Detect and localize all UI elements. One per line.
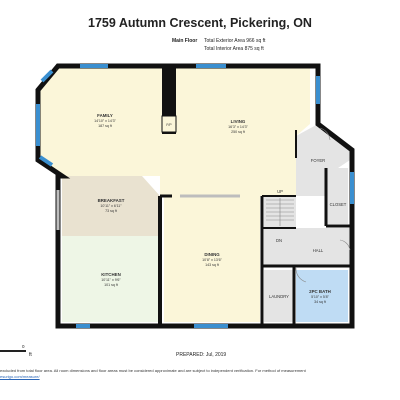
family-room-area: 187 sq ft bbox=[98, 124, 112, 128]
family-room-name: FAMILY bbox=[97, 113, 113, 118]
living-room-name: LIVING bbox=[231, 119, 246, 124]
measurement-link[interactable]: esurigo.com/measure/ bbox=[0, 374, 40, 379]
bath-fill bbox=[296, 270, 348, 322]
breakfast-room-fill bbox=[62, 176, 160, 236]
door-swing bbox=[319, 127, 331, 141]
exterior-wall bbox=[35, 63, 355, 329]
dining-room-dims: 10'8" x 13'6" bbox=[202, 258, 222, 262]
fireplace-box bbox=[161, 115, 177, 133]
breakfast-room-area: 73 sq ft bbox=[105, 209, 117, 213]
kitchen-room-dims: 10'11" x 9'6" bbox=[101, 278, 121, 282]
laundry-label: LAUNDRY bbox=[269, 294, 289, 299]
stairs bbox=[266, 198, 294, 226]
scale-bar bbox=[0, 350, 26, 352]
foyer-label: FOYER bbox=[311, 158, 325, 163]
living-room-area: 250 sq ft bbox=[231, 130, 245, 134]
family-room-dims: 14'10" x 14'3" bbox=[94, 119, 116, 123]
dining-room-area: 143 sq ft bbox=[205, 263, 219, 267]
living-room-fill bbox=[160, 66, 310, 196]
prepared-date: PREPARED: Jul, 2019 bbox=[176, 352, 227, 358]
hall-label: HALL bbox=[313, 248, 324, 253]
disclaimer: excluded from total floor area. All room… bbox=[0, 368, 400, 380]
dining-room-fill bbox=[164, 196, 260, 322]
foyer-fill bbox=[296, 124, 350, 196]
door-swing bbox=[339, 239, 351, 251]
plan-title: 1759 Autumn Crescent, Pickering, ON bbox=[88, 16, 312, 30]
family-room-fill bbox=[38, 66, 160, 176]
disclaimer-text: excluded from total floor area. All room… bbox=[0, 368, 306, 373]
breakfast-room-dims: 10'11" x 6'11" bbox=[100, 204, 122, 208]
bath-room-name: 2PC BATH bbox=[309, 289, 331, 294]
bath-room-dims: 5'10" x 5'8" bbox=[311, 295, 329, 299]
closet-fill bbox=[326, 168, 348, 224]
bath-room-area: 34 sq ft bbox=[314, 300, 326, 304]
exterior-area: Total Exterior Area 966 sq ft bbox=[204, 38, 266, 44]
kitchen-room-fill bbox=[62, 236, 160, 322]
stairs-up-label: UP bbox=[277, 189, 283, 194]
interior-area: Total Interior Area 875 sq ft bbox=[204, 46, 264, 52]
kitchen-room-name: KITCHEN bbox=[101, 272, 121, 277]
stairs-down-label: DN bbox=[276, 238, 282, 243]
floor-name: Main Floor bbox=[172, 38, 198, 44]
breakfast-room-name: BREAKFAST bbox=[98, 198, 125, 203]
closet-label: CLOSET bbox=[330, 202, 347, 207]
dining-room-name: DINING bbox=[204, 252, 220, 257]
living-room-dims: 16'3" x 14'3" bbox=[228, 125, 248, 129]
fireplace-label: F/P bbox=[166, 123, 172, 127]
laundry-fill bbox=[264, 270, 294, 322]
hall-fill bbox=[264, 228, 350, 266]
scale-zero: 0 bbox=[22, 344, 25, 349]
kitchen-room-area: 101 sq ft bbox=[104, 283, 118, 287]
windows bbox=[36, 64, 354, 328]
scale-unit: ft bbox=[29, 352, 32, 358]
door-swing bbox=[295, 267, 307, 283]
